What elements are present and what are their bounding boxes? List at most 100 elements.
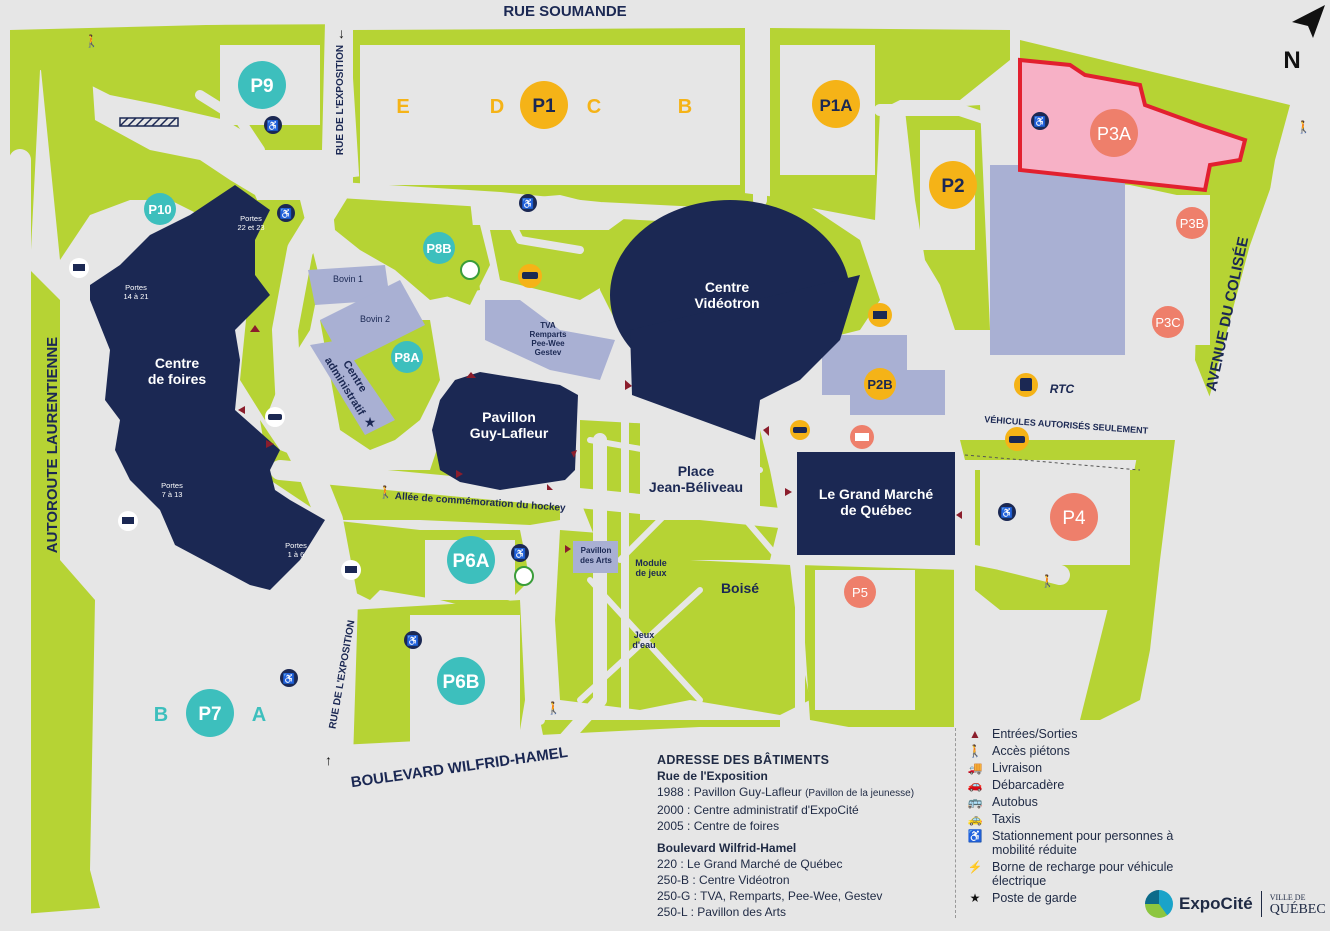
lot-p2-circle[interactable] — [929, 161, 977, 209]
address-heading: ADRESSE DES BÂTIMENTS — [657, 753, 830, 767]
boise-label: Boisé — [721, 580, 759, 596]
centre-de-foires-shape — [90, 185, 325, 590]
pavillon-arts-building — [573, 541, 618, 573]
lot-p3b-label: P3B — [1180, 216, 1205, 231]
address-line: 250-B : Centre Vidéotron — [657, 873, 790, 887]
doors-7-13-label-1: Portes — [161, 481, 183, 490]
lot-p1-circle[interactable] — [520, 81, 568, 129]
entry-exit-icon — [250, 325, 260, 332]
lot-p8a-circle[interactable] — [391, 341, 423, 373]
tva-building — [485, 300, 615, 380]
jeux-label-2: d'eau — [632, 640, 655, 650]
brand-name: ExpoCité — [1179, 894, 1253, 913]
legend-label: Autobus — [992, 795, 1038, 809]
compass-arrow-icon — [1292, 5, 1325, 38]
pedestrian-icon: 🚶 — [378, 485, 393, 499]
entry-exit-icon — [956, 511, 962, 519]
lot-p5-label: P5 — [852, 585, 868, 600]
street-rue-exposition-north: RUE DE L'EXPOSITION — [335, 45, 346, 155]
entry-exit-icon — [466, 372, 476, 378]
lot-p2b-label: P2B — [867, 377, 892, 392]
address-street-hamel: Boulevard Wilfrid-Hamel — [657, 841, 797, 855]
ev-charger-icon — [460, 260, 480, 280]
lot-p1-label: P1 — [532, 96, 556, 117]
accessible-icon-glyph: ♿ — [283, 672, 295, 685]
delivery-icon-shape — [855, 433, 869, 441]
lot-p5-circle[interactable] — [844, 576, 876, 608]
doors-14-21-label-1: Portes — [125, 283, 147, 292]
accessible-icon — [404, 631, 422, 649]
section-b: B — [678, 96, 692, 118]
lot-p8b-circle[interactable] — [423, 232, 455, 264]
doors-22-23-label-2: 22 et 23 — [237, 223, 264, 232]
rtc-logo-label: RTC — [1050, 382, 1075, 396]
entry-exit-icon — [785, 488, 792, 496]
videotron-base — [630, 275, 860, 440]
lot-p2b-circle[interactable] — [864, 368, 896, 400]
ville-small: VILLE DE — [1269, 893, 1306, 902]
legend-row: ⚡Borne de recharge pour véhicule électri… — [966, 860, 1216, 888]
lot-p9-circle[interactable] — [238, 61, 286, 109]
address-line: 2000 : Centre administratif d'ExpoCité — [657, 803, 859, 817]
arts-label-1: Pavillon — [581, 546, 612, 555]
guard-star-icon: ★ — [969, 891, 981, 905]
delivery-icon-shape — [873, 311, 887, 319]
street-rue-soumande: RUE SOUMANDE — [503, 3, 626, 20]
lot-p3a-circle[interactable] — [1090, 109, 1138, 157]
legend-label: Livraison — [992, 761, 1043, 775]
lot-p8a-label: P8A — [394, 350, 420, 365]
legend-row: ▲ Entrées/Sorties — [966, 727, 1216, 741]
lot-p9-label: P9 — [250, 76, 273, 97]
arts-label-2: des Arts — [580, 556, 612, 565]
entry-exit-icon — [763, 426, 769, 436]
legend-label: Poste de garde — [992, 891, 1077, 905]
legend-row: 🚚Livraison — [966, 761, 1216, 775]
grand-marche-shape — [797, 452, 955, 555]
accessible-icon-glyph: ♿ — [407, 634, 419, 647]
centre-de-foires-label-1: Centre — [155, 355, 200, 371]
lot-p6b-label: P6B — [443, 672, 480, 693]
guy-lafleur-label-1: Pavillon — [482, 409, 536, 425]
arrow-up-icon: ↑ — [325, 752, 332, 768]
entry-exit-icon — [565, 545, 571, 553]
legend-label: Entrées/Sorties — [992, 727, 1078, 741]
accessible-icon-glyph: ♿ — [267, 119, 279, 132]
lot-p3a-label: P3A — [1097, 124, 1131, 144]
lot-p7-circle[interactable] — [186, 689, 234, 737]
section-e: E — [396, 96, 409, 118]
address-line: 220 : Le Grand Marché de Québec — [657, 857, 843, 871]
entry-exit-icon — [571, 450, 577, 458]
arrow-down-icon: ↓ — [338, 25, 345, 41]
lot-p6a-circle[interactable] — [447, 536, 495, 584]
lot-p3c-circle[interactable] — [1152, 306, 1184, 338]
lot-p4-circle[interactable] — [1050, 493, 1098, 541]
section-p7-b: B — [154, 704, 168, 726]
module-label-1: Module — [635, 558, 667, 568]
bovin-2-label: Bovin 2 — [360, 314, 390, 324]
lot-p6b-circle[interactable] — [437, 657, 485, 705]
brand-divider — [1260, 891, 1262, 917]
address-street-exposition: Rue de l'Exposition — [657, 769, 768, 783]
bovin-1-label: Bovin 1 — [333, 274, 363, 284]
grand-marche-label-2: de Québec — [840, 502, 912, 518]
lot-p1a-circle[interactable] — [812, 80, 860, 128]
address-line-text: 1988 : Pavillon Guy-Lafleur — [657, 785, 802, 799]
lot-p10-circle[interactable] — [144, 193, 176, 225]
section-p7-a: A — [252, 704, 266, 726]
accessible-icons: ♿ ♿ ♿ ♿ ♿ ♿ ♿ ♿ — [264, 112, 1049, 687]
doors-7-13-label-2: 7 à 13 — [162, 490, 183, 499]
entry-exit-icon — [625, 380, 632, 390]
delivery-icon-shape — [122, 517, 134, 524]
main-buildings — [90, 185, 955, 590]
legend-row: 🚶Accès piétons — [966, 744, 1216, 758]
bovin-2-building — [320, 280, 425, 365]
videotron-label-2: Vidéotron — [694, 295, 759, 311]
centre-de-foires-label-2: de foires — [148, 371, 207, 387]
legend-label: Borne de recharge pour véhicule électriq… — [992, 860, 1174, 888]
lot-p3b-circle[interactable] — [1176, 207, 1208, 239]
entry-exit-icon: ▲ — [969, 727, 981, 741]
service-icons: ★ — [69, 258, 1038, 586]
delivery-icon-shape — [73, 264, 85, 271]
accessible-icon — [1031, 112, 1049, 130]
